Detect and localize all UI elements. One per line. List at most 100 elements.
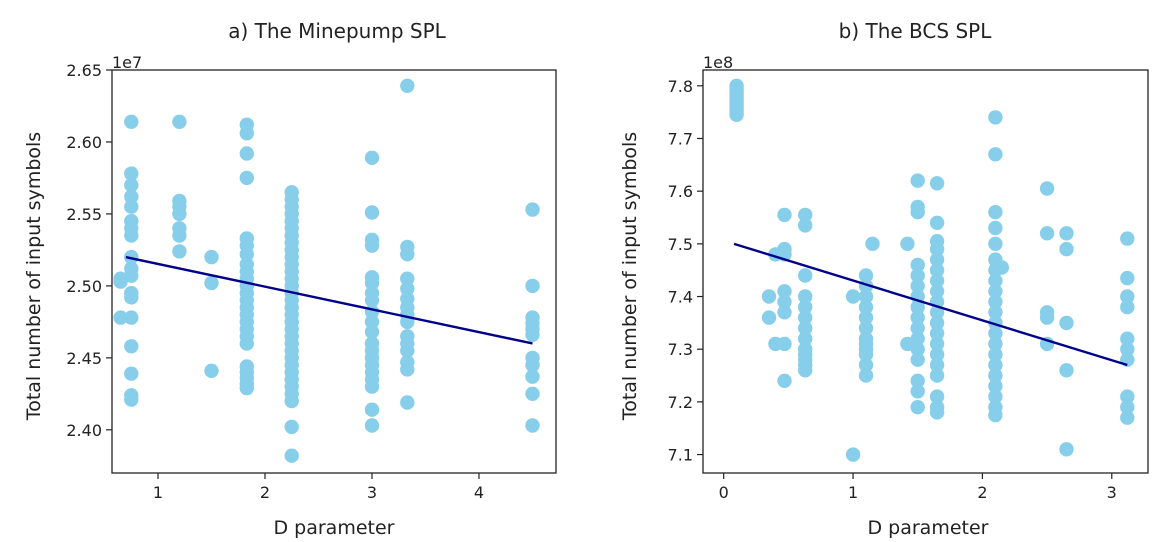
panel-b-data-point bbox=[929, 389, 945, 404]
panel-b-data-point bbox=[929, 405, 945, 420]
panel-b-data-point bbox=[988, 220, 1003, 236]
panel-b-data-point bbox=[798, 268, 813, 283]
panel-b-plot-frame bbox=[702, 69, 1149, 474]
panel-b-data-point bbox=[988, 205, 1003, 220]
panel-b-data-point bbox=[1120, 342, 1135, 357]
panel-b-title: b) The BCS SPL bbox=[839, 19, 993, 43]
panel-a-data-point bbox=[172, 206, 187, 222]
panel-a-data-point bbox=[400, 343, 415, 358]
panel-a-y-offset-label: 1e7 bbox=[112, 53, 142, 72]
panel-a-data-point bbox=[364, 402, 380, 417]
panel-b-data-point bbox=[858, 320, 874, 336]
panel-b-data-point bbox=[777, 305, 792, 320]
panel-b-data-point bbox=[798, 320, 813, 336]
panel-b-data-point bbox=[1039, 310, 1055, 325]
panel-b-data-point bbox=[929, 347, 945, 362]
panel-b-data-point bbox=[798, 207, 813, 223]
panel-a-data-point bbox=[113, 310, 128, 325]
panel-b-data-point bbox=[900, 236, 915, 251]
panel-b-data-point bbox=[910, 278, 925, 294]
panel-a-y-tick-label: 2.50 bbox=[66, 277, 102, 296]
panel-b-data-point bbox=[929, 284, 945, 299]
panel-a-data-point bbox=[172, 228, 187, 243]
panel-b-data-point bbox=[1120, 410, 1135, 425]
panel-a-data-point bbox=[364, 418, 380, 433]
panel-a-data-point bbox=[364, 150, 380, 165]
panel-b-x-tick-label: 0 bbox=[719, 483, 729, 502]
panel-b-data-point bbox=[1059, 363, 1074, 378]
panel-a-data-point bbox=[239, 336, 254, 351]
panel-a-data-point bbox=[284, 393, 299, 409]
panel-b-data-point bbox=[929, 273, 945, 288]
panel-b-data-point bbox=[777, 207, 792, 223]
panel-b-data-point bbox=[910, 299, 925, 315]
panel-b-y-tick-label: 7.6 bbox=[668, 182, 693, 201]
panel-b-data-point bbox=[910, 373, 925, 388]
panel-b-data-point bbox=[988, 326, 1003, 341]
panel-a-data-point bbox=[239, 170, 254, 186]
panel-b-y-ticks: 7.17.27.37.47.57.67.77.8 bbox=[668, 77, 703, 465]
panel-a-data-point bbox=[239, 247, 254, 262]
panel-a-data-point bbox=[400, 281, 415, 296]
panel-a-data-point bbox=[525, 357, 540, 373]
panel-b-data-point bbox=[1120, 289, 1135, 304]
panel-b-data-point bbox=[929, 263, 945, 278]
panel-b-data-point bbox=[910, 384, 925, 399]
panel-b-data-point bbox=[988, 407, 1003, 423]
panel-b-data-point bbox=[798, 363, 813, 378]
panel-a-data-point bbox=[124, 290, 139, 305]
panel-a-data-point bbox=[525, 369, 540, 384]
panel-b-data-point bbox=[798, 331, 813, 346]
panel-a-data-point bbox=[364, 275, 380, 291]
panel-b-data-point bbox=[761, 310, 777, 325]
panel-b-data-point bbox=[858, 310, 874, 325]
panel-b-data-point bbox=[910, 268, 925, 283]
panel-b-data-point bbox=[910, 320, 925, 336]
panel-b-data-point bbox=[929, 315, 945, 331]
panel-b-data-point bbox=[929, 215, 945, 230]
panel-a-data-point bbox=[364, 324, 380, 340]
panel-b-data-point bbox=[1120, 389, 1135, 404]
panel-b-data-point bbox=[988, 336, 1003, 352]
panel-b-data-point bbox=[761, 289, 777, 304]
panel-minepump: a) The Minepump SPL 1e7 Total number of … bbox=[23, 19, 557, 539]
panel-b-data-point bbox=[929, 336, 945, 352]
panel-a-data-point bbox=[525, 278, 540, 294]
panel-a-fit-line bbox=[125, 255, 533, 345]
panel-a-y-tick-label: 2.45 bbox=[66, 349, 102, 368]
panel-b-data-point bbox=[858, 347, 874, 362]
panel-b-data-point bbox=[988, 389, 1003, 404]
panel-a-data-point bbox=[172, 244, 187, 259]
panel-a-data-point bbox=[204, 275, 219, 291]
panel-b-data-point bbox=[1120, 331, 1135, 346]
panel-b-data-point bbox=[858, 357, 874, 373]
panel-b-data-point bbox=[777, 284, 792, 299]
panel-b-data-point bbox=[988, 236, 1003, 251]
panel-b-data-point bbox=[729, 107, 744, 123]
panel-a-data-point bbox=[124, 189, 139, 204]
panel-a-y-axis-label: Total number of input symbols bbox=[23, 132, 45, 421]
panel-a-data-point bbox=[124, 268, 139, 283]
panel-a-x-tick-label: 1 bbox=[153, 483, 163, 502]
panel-b-y-tick-label: 7.8 bbox=[668, 77, 693, 96]
panel-b-data-point bbox=[1120, 231, 1135, 246]
panel-bcs: b) The BCS SPL 1e8 Total number of input… bbox=[619, 19, 1149, 539]
panel-b-x-tick-label: 1 bbox=[848, 483, 858, 502]
panel-b-data-point bbox=[929, 252, 945, 267]
panel-a-data-point bbox=[400, 271, 415, 286]
panel-b-x-tick-label: 2 bbox=[977, 483, 987, 502]
panel-a-data-point bbox=[204, 363, 219, 378]
panel-a-points bbox=[113, 78, 540, 463]
panel-a-y-ticks: 2.402.452.502.552.602.65 bbox=[66, 61, 112, 440]
panel-a-data-point bbox=[124, 310, 139, 325]
panel-b-x-ticks: 0 1 2 3 bbox=[719, 473, 1117, 502]
panel-b-data-point bbox=[929, 176, 945, 191]
panel-b-data-point bbox=[929, 357, 945, 373]
panel-b-data-point bbox=[988, 347, 1003, 362]
panel-a-x-tick-label: 2 bbox=[260, 483, 270, 502]
panel-b-data-point bbox=[1120, 400, 1135, 415]
panel-a-data-point bbox=[364, 293, 380, 308]
panel-b-x-tick-label: 3 bbox=[1107, 483, 1117, 502]
panel-b-data-point bbox=[798, 218, 813, 233]
